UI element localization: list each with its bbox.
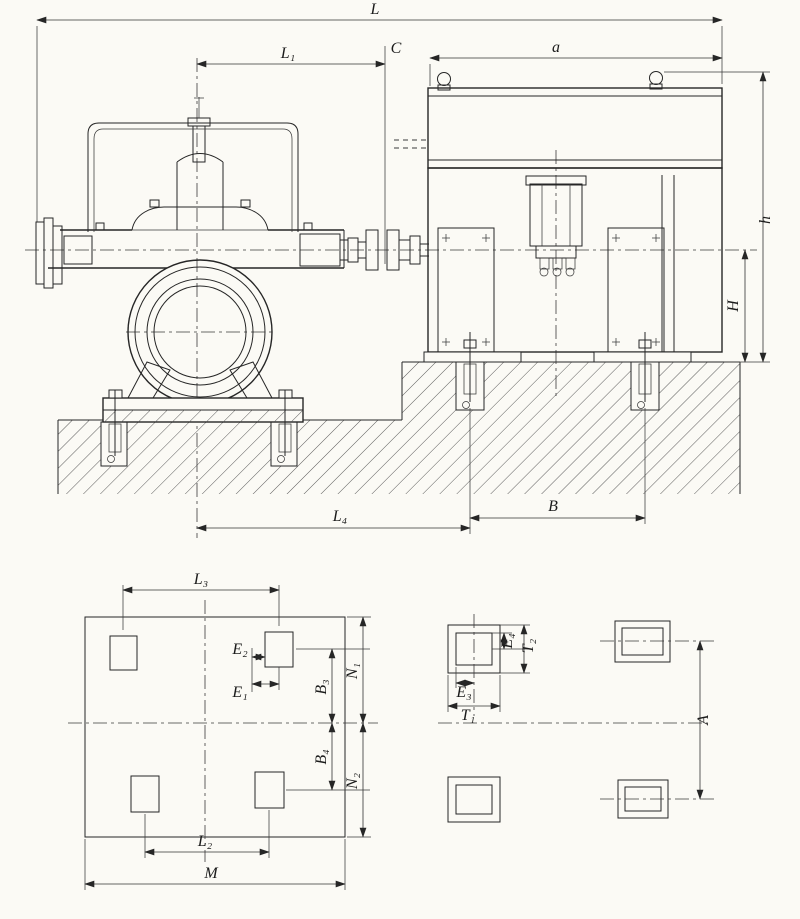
dim-L2: L₂ [197, 833, 213, 850]
motor-access-panel [607, 227, 665, 353]
gland-stud [303, 222, 313, 231]
pump-volute [127, 259, 273, 405]
dim-E3: E₃ [455, 684, 471, 701]
dim-T2: T₂ [520, 638, 537, 653]
dim-a: a [552, 39, 560, 56]
foundation-outline [84, 616, 346, 838]
lifting-frame [87, 122, 299, 232]
dim-T1: T₁ [461, 707, 475, 724]
motor-cooler-box [427, 87, 723, 169]
vent-collar [187, 117, 211, 127]
foundation-hatch [58, 362, 740, 494]
dim-E4: E₄ [499, 633, 516, 649]
suction-flange [52, 225, 63, 285]
casing-stud [149, 199, 160, 208]
dim-L: L [370, 1, 380, 18]
anchor-hole [264, 631, 294, 668]
dim-E2: E₂ [231, 641, 248, 658]
discharge-dome [176, 153, 224, 163]
dimension-annotations-bottom: L₄ B [196, 408, 646, 534]
coupling [339, 229, 429, 271]
dim-C: C [391, 40, 402, 57]
pump-side-view [35, 97, 429, 463]
lifting-eyebolt [649, 71, 663, 85]
upper-casing [131, 206, 269, 231]
dim-H: H [725, 299, 742, 313]
gland-stud [95, 222, 105, 231]
terminal-box [525, 175, 587, 277]
dim-B3: B₃ [313, 679, 330, 694]
dim-E1: E₁ [231, 684, 247, 701]
dim-N1: N₁ [344, 663, 361, 680]
dim-N2: N₂ [344, 772, 361, 790]
pump-foundation-plan: L₃ E₂ E₁ B₃ N₁ B₄ N₂ L₂ M [68, 571, 378, 890]
anchor-hole [254, 771, 285, 809]
anchor-pocket-plan [447, 776, 501, 823]
foundation-section [57, 361, 741, 494]
motor-foot [423, 351, 522, 363]
anchor-pocket [100, 421, 128, 467]
motor-foot [593, 351, 692, 363]
dim-L3: L₃ [193, 571, 208, 588]
dim-L4: L₄ [332, 508, 347, 525]
motor-foundation-plan: E₄ T₂ E₃ T₁ A [438, 614, 716, 823]
anchor-pocket-plan [614, 620, 671, 663]
dim-L1: L₁ [280, 45, 295, 62]
motor-side-view [394, 71, 723, 409]
dim-M: M [203, 865, 219, 882]
grout-layer [103, 410, 303, 422]
anchor-hole [109, 635, 138, 671]
dim-B4: B₄ [313, 749, 330, 764]
dimension-annotations-right: h H [664, 71, 774, 363]
pump-foot [229, 361, 273, 399]
motor-frame [427, 167, 723, 353]
dim-h: h [757, 216, 774, 224]
dim-A: A [695, 715, 712, 726]
suction-flange [43, 217, 54, 289]
anchor-pocket [270, 421, 298, 467]
vent-stem [192, 125, 206, 163]
casing-stud [240, 199, 251, 208]
pump-foot [127, 361, 171, 399]
motor-access-panel [437, 227, 495, 353]
suction-flange [35, 221, 45, 285]
dim-B: B [548, 498, 558, 515]
bearing-housing-left [63, 235, 93, 265]
anchor-hole [130, 775, 160, 813]
lifting-eyebolt [437, 72, 451, 86]
dimension-annotations-top: L L₁ C a [36, 1, 723, 264]
